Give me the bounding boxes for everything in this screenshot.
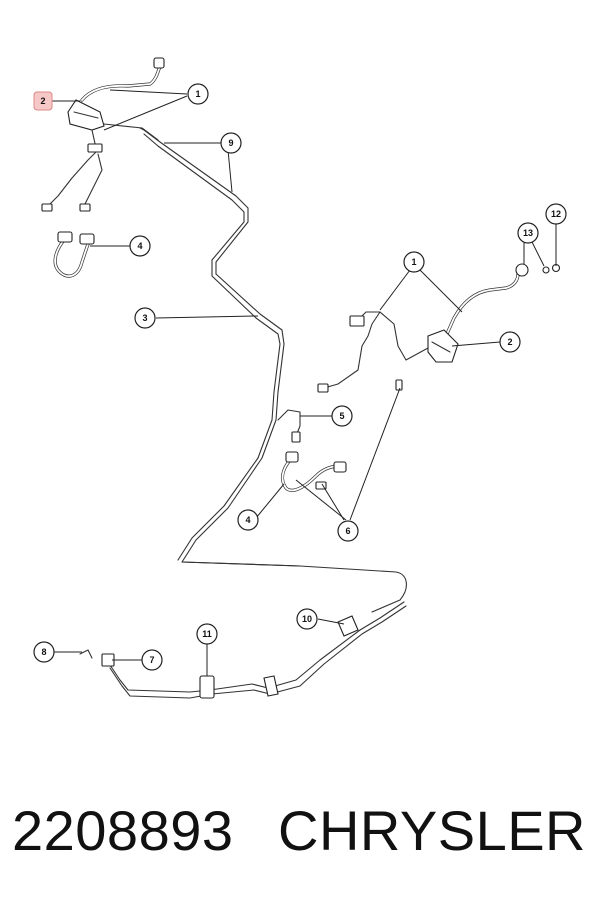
svg-text:7: 7 — [149, 655, 154, 665]
callout-2-highlighted: 2 — [33, 91, 53, 111]
svg-text:2: 2 — [507, 337, 512, 347]
svg-text:3: 3 — [142, 313, 147, 323]
svg-text:6: 6 — [345, 526, 350, 536]
callout-9: 9 — [220, 132, 242, 154]
rear-brake-tube-assembly — [79, 601, 407, 699]
callout-8: 8 — [33, 641, 55, 663]
callout-1: 1 — [403, 251, 425, 273]
brake-line-diagram: 1 2 9 4 3 12 13 1 2 5 4 6 10 11 8 7 — [33, 57, 567, 699]
svg-text:13: 13 — [523, 228, 533, 238]
svg-text:1: 1 — [195, 89, 200, 99]
callout-7: 7 — [141, 649, 163, 671]
main-brake-tube-pair — [139, 127, 407, 613]
caption: 2208893 CHRYSLER — [0, 785, 600, 875]
svg-text:2: 2 — [40, 96, 45, 106]
svg-text:4: 4 — [245, 515, 250, 525]
front-left-brake-hose-assembly — [41, 57, 165, 212]
callout-12: 12 — [545, 203, 567, 225]
svg-text:4: 4 — [137, 241, 142, 251]
callout-4: 4 — [237, 509, 259, 531]
callout-3: 3 — [134, 307, 156, 329]
front-right-brake-hose-assembly — [317, 263, 561, 393]
callout-2: 2 — [499, 331, 521, 353]
callout-1: 1 — [187, 83, 209, 105]
callout-13: 13 — [517, 222, 539, 244]
svg-text:5: 5 — [339, 411, 344, 421]
svg-text:8: 8 — [41, 647, 46, 657]
leader-lines — [52, 89, 557, 676]
svg-text:10: 10 — [302, 614, 312, 624]
part-number: 2208893 — [12, 798, 234, 862]
left-flex-hose — [53, 231, 95, 278]
callout-5: 5 — [331, 405, 353, 427]
right-flex-hose — [280, 451, 347, 492]
svg-text:9: 9 — [228, 138, 233, 148]
callout-10: 10 — [296, 608, 318, 630]
svg-text:1: 1 — [411, 257, 416, 267]
callout-11: 11 — [196, 623, 218, 645]
svg-text:12: 12 — [551, 209, 561, 219]
brand-name: CHRYSLER — [278, 798, 586, 862]
svg-text:11: 11 — [202, 629, 212, 639]
callout-6: 6 — [337, 520, 359, 542]
callout-4: 4 — [129, 235, 151, 257]
